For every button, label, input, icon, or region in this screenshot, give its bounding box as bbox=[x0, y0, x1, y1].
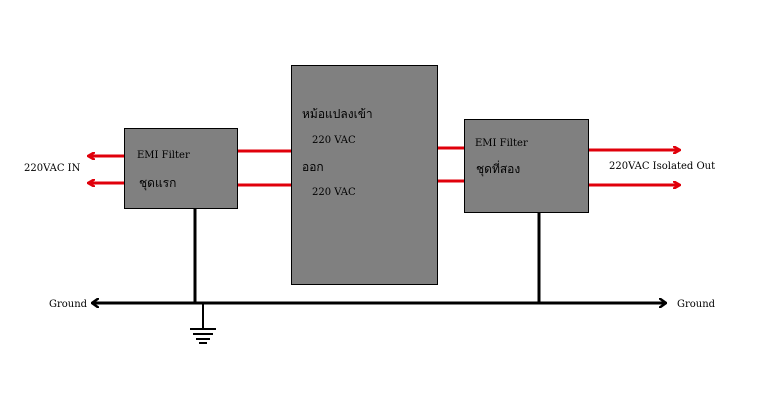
transformer-line2: 220 VAC bbox=[312, 135, 356, 146]
transformer-line3: ออก bbox=[302, 160, 324, 174]
filter1-title: EMI Filter bbox=[137, 150, 190, 161]
filter2-title: EMI Filter bbox=[475, 138, 528, 149]
transformer-line4: 220 VAC bbox=[312, 187, 356, 198]
emi-filter-1-block bbox=[124, 128, 238, 209]
filter1-subtitle: ชุดแรก bbox=[139, 176, 177, 190]
output-label: 220VAC Isolated Out bbox=[609, 161, 716, 172]
ground-left-label: Ground bbox=[49, 299, 88, 310]
earth-ground-icon bbox=[190, 303, 216, 344]
ground-right-label: Ground bbox=[677, 299, 716, 310]
transformer-line1: หม้อแปลงเข้า bbox=[302, 107, 373, 121]
input-label: 220VAC IN bbox=[24, 163, 81, 174]
transformer-block bbox=[291, 65, 438, 285]
emi-filter-2-block bbox=[464, 119, 589, 213]
filter2-subtitle: ชุดที่สอง bbox=[476, 162, 521, 176]
